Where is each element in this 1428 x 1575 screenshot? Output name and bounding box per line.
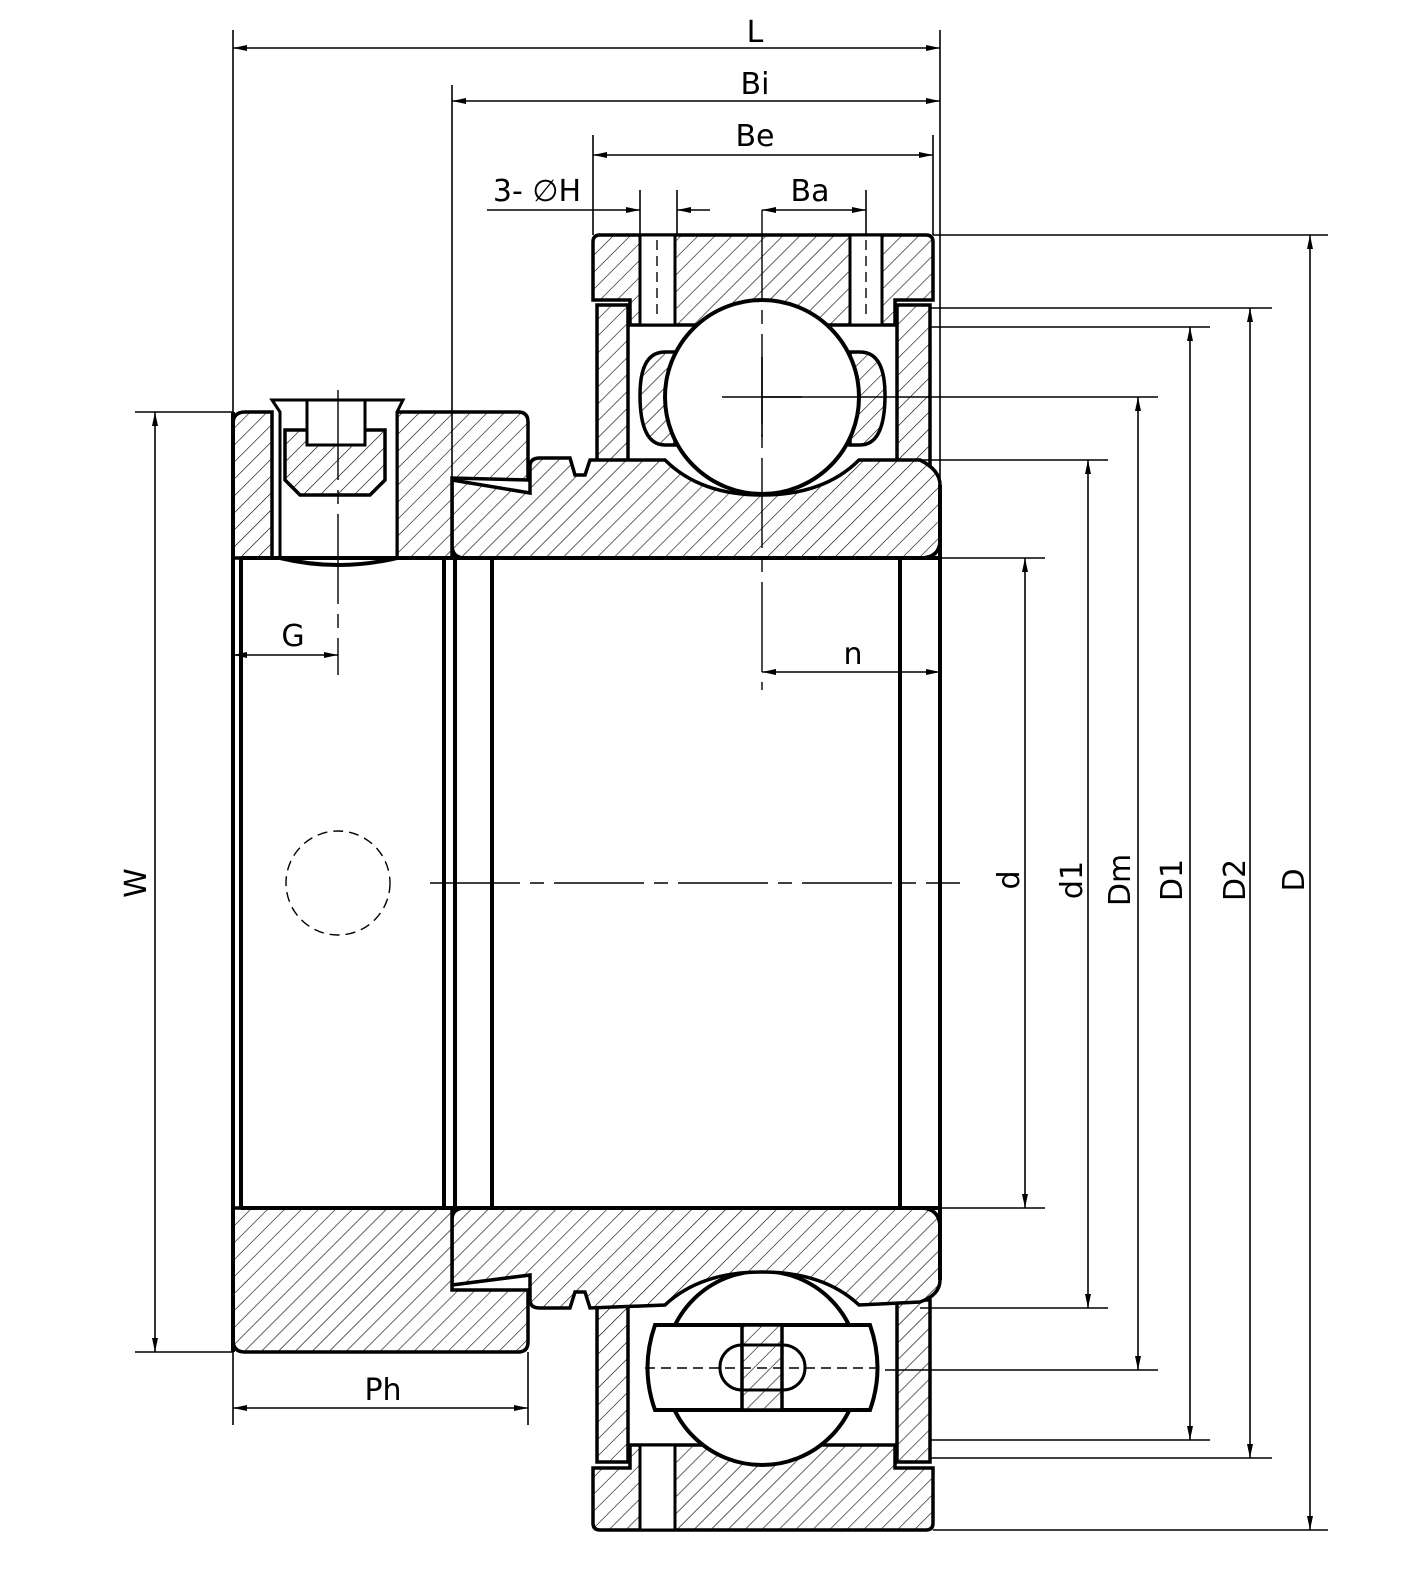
label-D2: D2: [1218, 859, 1253, 901]
label-W: W: [119, 868, 154, 898]
locking-collar-top: [231, 390, 530, 675]
label-Be: Be: [735, 119, 774, 154]
label-G: G: [281, 619, 304, 654]
dimension-lines: [152, 45, 1313, 1530]
label-d1: d1: [1055, 861, 1090, 899]
label-Dm: Dm: [1103, 854, 1138, 906]
outer-ring-top: [591, 233, 935, 467]
label-Ba: Ba: [791, 174, 830, 209]
label-n: n: [843, 637, 862, 672]
outer-ring-bottom: [591, 1298, 935, 1532]
label-Ph: Ph: [364, 1373, 401, 1408]
label-d: d: [992, 870, 1027, 889]
cage-top: [638, 350, 887, 447]
label-H: 3- ∅H: [493, 174, 581, 209]
screw-hole-hidden: [285, 830, 391, 936]
inner-ring-bottom: [450, 1206, 942, 1310]
label-D: D: [1277, 868, 1312, 891]
ball-bottom: [645, 1269, 880, 1467]
label-D1: D1: [1155, 859, 1190, 901]
extension-lines: [135, 30, 1328, 1531]
label-L: L: [747, 15, 764, 50]
label-Bi: Bi: [741, 67, 770, 102]
